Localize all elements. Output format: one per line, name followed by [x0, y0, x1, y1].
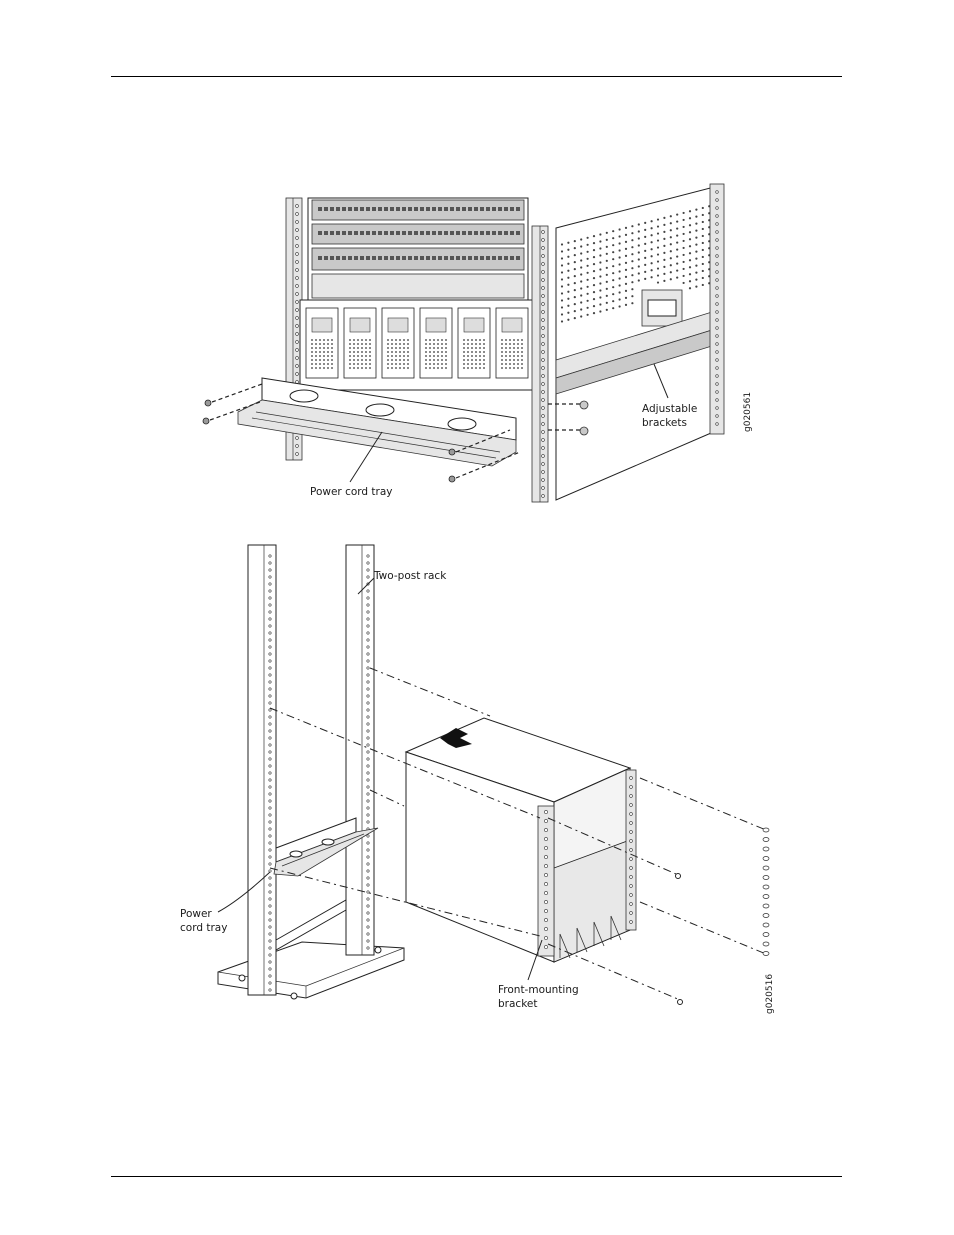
power-cord-tray-label: Power cord tray [310, 486, 393, 498]
adjustable-brackets-label-line1: Adjustable [642, 403, 697, 415]
rack-base [218, 942, 404, 999]
power-cord-tray-illustration: Power cord tray Adjustable brackets g020… [0, 180, 954, 510]
two-post-rack-figure: Two-post rack Power cord tray Front-moun… [0, 540, 954, 1020]
power-supply-bay [300, 300, 540, 390]
rack-power-cord-tray-label-line2: cord tray [180, 922, 227, 934]
bracket-screws [676, 828, 770, 1005]
power-cord-tray [238, 378, 516, 466]
front-mounting-bracket-label-line1: Front-mounting [498, 984, 579, 996]
front-mounting-bracket-label-line2: bracket [498, 998, 537, 1010]
rack-left-post [248, 545, 276, 995]
right-rack-rail [532, 226, 548, 502]
rack-power-cord-tray-label-line1: Power [180, 908, 212, 920]
footer-rule [111, 1176, 842, 1177]
power-cord-tray-figure: Power cord tray Adjustable brackets g020… [0, 180, 954, 510]
rear-rack-rail [710, 184, 724, 434]
two-post-rack-label: Two-post rack [373, 570, 447, 582]
adjustable-brackets-label-line2: brackets [642, 417, 687, 429]
header-rule [111, 76, 842, 77]
two-post-rack-illustration: Two-post rack Power cord tray Front-moun… [0, 540, 954, 1020]
chassis-line-cards [308, 198, 528, 308]
figure-id-bottom: g020516 [765, 974, 775, 1014]
figure-id-top: g020561 [743, 392, 753, 432]
router-chassis [406, 718, 636, 962]
